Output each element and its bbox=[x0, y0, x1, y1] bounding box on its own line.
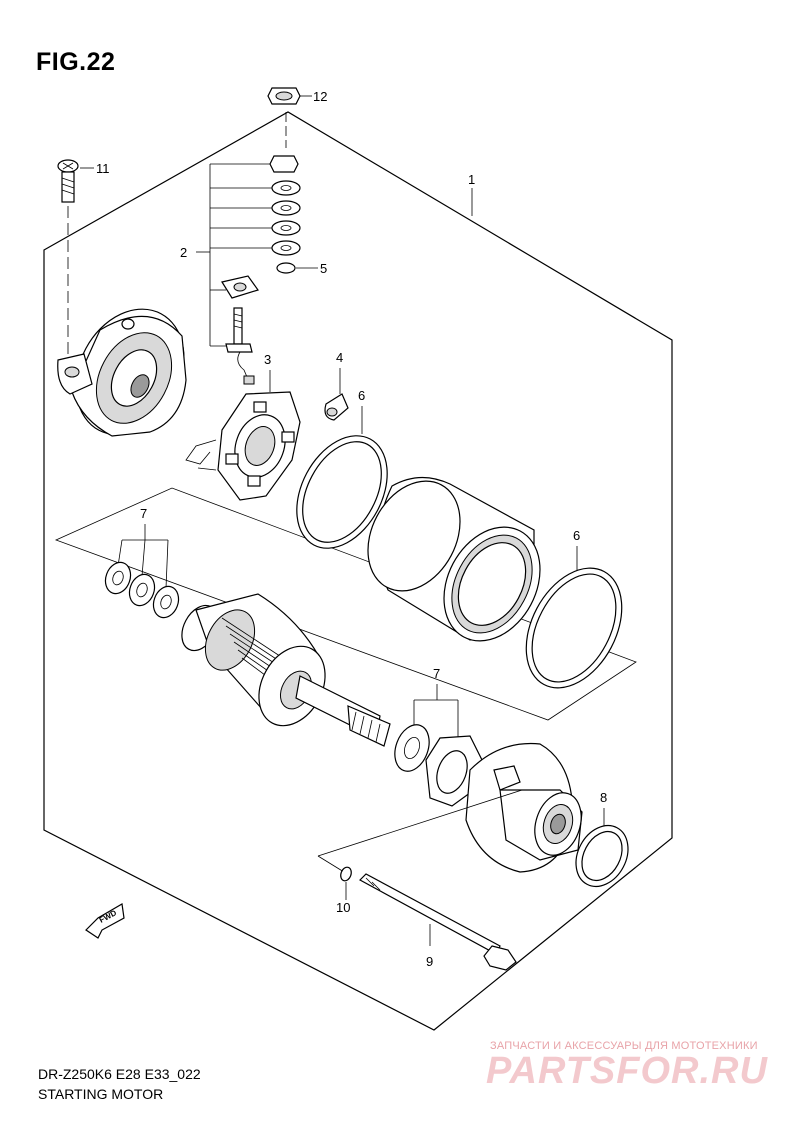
o-ring-part-6-lower bbox=[525, 567, 623, 689]
rear-end-cover bbox=[57, 308, 187, 437]
callout-9: 9 bbox=[426, 954, 433, 969]
through-bolt-part-9 bbox=[359, 873, 517, 971]
front-end-cover bbox=[465, 742, 583, 873]
brush-holder-part-3 bbox=[185, 391, 301, 501]
assembly-outline bbox=[43, 111, 673, 1031]
callout-8: 8 bbox=[600, 790, 607, 805]
nut-part-12 bbox=[267, 87, 301, 105]
watermark-subtitle: ЗАПЧАСТИ И АКСЕССУАРЫ ДЛЯ МОТОТЕХНИКИ bbox=[490, 1040, 758, 1052]
callout-12: 12 bbox=[313, 89, 327, 104]
terminal-insulator bbox=[221, 275, 259, 299]
washers-part-7-upper bbox=[104, 561, 180, 619]
armature-group-outline bbox=[54, 487, 637, 721]
armature bbox=[181, 593, 391, 747]
callout-1: 1 bbox=[468, 172, 475, 187]
callout-7a: 7 bbox=[140, 506, 147, 521]
motor-yoke bbox=[367, 476, 541, 642]
through-bolt-centerline bbox=[317, 789, 523, 857]
callout-6b: 6 bbox=[573, 528, 580, 543]
watermark-brand: PARTSFOR.RU bbox=[486, 1050, 768, 1092]
callout-2: 2 bbox=[180, 245, 187, 260]
o-ring-part-10 bbox=[340, 866, 352, 882]
bracket-part-2 bbox=[196, 163, 272, 347]
o-ring-part-6-upper bbox=[296, 435, 388, 549]
terminal-nut-stack bbox=[269, 155, 301, 274]
callout-7b: 7 bbox=[433, 666, 440, 681]
fwd-arrow-icon: FWD bbox=[85, 903, 125, 939]
terminal-bolt bbox=[225, 307, 255, 385]
figure-title: FIG.22 bbox=[36, 48, 116, 76]
washer-part-7-lower bbox=[394, 724, 430, 772]
washer-bracket-7a bbox=[117, 539, 169, 589]
callout-4: 4 bbox=[336, 350, 343, 365]
bolt-part-11 bbox=[57, 159, 79, 203]
section-name: STARTING MOTOR bbox=[38, 1086, 164, 1102]
callout-3: 3 bbox=[264, 352, 271, 367]
callout-6a: 6 bbox=[358, 388, 365, 403]
o-ring-part-8 bbox=[575, 824, 629, 888]
model-code: DR-Z250K6 E28 E33_022 bbox=[38, 1066, 201, 1082]
callout-11: 11 bbox=[96, 161, 110, 176]
brush-part-4 bbox=[324, 393, 349, 421]
callout-10: 10 bbox=[336, 900, 350, 915]
callout-5: 5 bbox=[320, 261, 327, 276]
